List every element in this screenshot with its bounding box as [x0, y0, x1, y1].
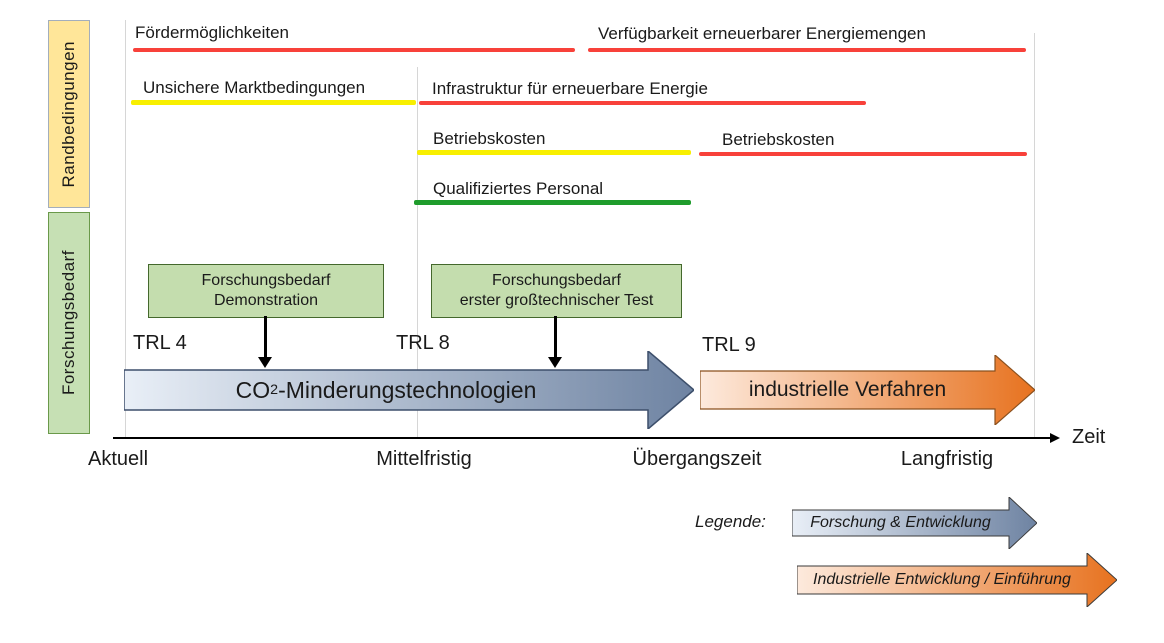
block-arrow-orange-icon: [699, 353, 1036, 427]
constraint-label-betriebskosten-lang: Betriebskosten: [722, 130, 835, 149]
tick-uebergangszeit: Übergangszeit: [632, 448, 762, 470]
constraint-line-betriebskosten-lang: [699, 152, 1027, 156]
constraint-label-marktbedingungen: Unsichere Marktbedingungen: [143, 78, 366, 97]
constraint-line-foerdermoeglichkeiten: [133, 48, 575, 52]
tick-langfristig: Langfristig: [900, 448, 994, 470]
constraint-line-marktbedingungen: [131, 100, 416, 105]
legend-label-forschung: Forschung & Entwicklung: [810, 514, 991, 531]
constraint-label-infrastruktur: Infrastruktur für erneuerbare Energie: [432, 79, 708, 98]
arrow-label-industrielle-verfahren: industrielle Verfahren: [748, 378, 947, 401]
tick-mittelfristig: Mittelfristig: [376, 448, 472, 470]
gridline-left: [125, 20, 126, 438]
constraint-label-verfuegbarkeit: Verfügbarkeit erneuerbarer Energiemengen: [598, 24, 926, 43]
legend-block-arrow-orange-icon: [796, 551, 1118, 609]
time-axis-line: [113, 437, 1051, 439]
side-label-forschungsbedarf: Forschungsbedarf: [59, 250, 78, 396]
research-box-line1: Forschungsbedarf: [201, 272, 331, 289]
down-arrow-head-icon: [548, 357, 562, 368]
tick-aktuell: Aktuell: [88, 448, 149, 470]
down-arrow-shaft: [554, 316, 557, 358]
research-box-line2: erster großtechnischer Test: [459, 292, 654, 309]
research-box-line2: Demonstration: [213, 292, 319, 309]
arrow-industrielle-verfahren: industrielle Verfahren: [699, 353, 1036, 427]
research-box-grosstechnischer-test: Forschungsbedarf erster großtechnischer …: [431, 264, 682, 318]
co2-suffix: -Minderungstechnologien: [278, 376, 537, 403]
co2-subscript: 2: [270, 382, 279, 398]
time-axis-label: Zeit: [1072, 426, 1106, 448]
legend-arrow-forschung: Forschung & Entwicklung: [791, 495, 1038, 551]
constraint-line-verfuegbarkeit: [588, 48, 1026, 52]
constraint-label-foerdermoeglichkeiten: Fördermöglichkeiten: [135, 23, 290, 42]
side-box-forschungsbedarf: Forschungsbedarf: [48, 212, 90, 434]
time-axis-arrow-icon: [1050, 432, 1060, 443]
constraint-label-personal: Qualifiziertes Personal: [433, 179, 604, 198]
constraint-line-infrastruktur: [419, 101, 866, 105]
side-box-randbedingungen: Randbedingungen: [48, 20, 90, 208]
gridline-mid: [417, 67, 418, 438]
constraint-line-personal: [414, 200, 691, 205]
legend-title: Legende:: [695, 512, 766, 531]
trl-4-label: TRL 4: [133, 332, 187, 354]
trl-8-label: TRL 8: [396, 332, 450, 354]
legend-arrow-industrielle: Industrielle Entwicklung / Einführung: [796, 551, 1118, 609]
gridline-right: [1034, 33, 1035, 438]
down-arrow-shaft: [264, 316, 267, 358]
constraint-label-betriebskosten-mittel: Betriebskosten: [433, 129, 546, 148]
trl-9-label: TRL 9: [702, 334, 756, 356]
constraint-line-betriebskosten-mittel: [417, 150, 691, 155]
legend-label-industrielle: Industrielle Entwicklung / Einführung: [813, 571, 1071, 588]
co2-prefix: CO: [235, 376, 271, 403]
down-arrow-head-icon: [258, 357, 272, 368]
research-box-line1: Forschungsbedarf: [492, 272, 621, 289]
side-label-randbedingungen: Randbedingungen: [59, 40, 78, 188]
research-box-demonstration: Forschungsbedarf Demonstration: [148, 264, 384, 318]
legend-block-arrow-blue-icon: [791, 495, 1038, 551]
block-arrow-blue-icon: [123, 349, 696, 431]
